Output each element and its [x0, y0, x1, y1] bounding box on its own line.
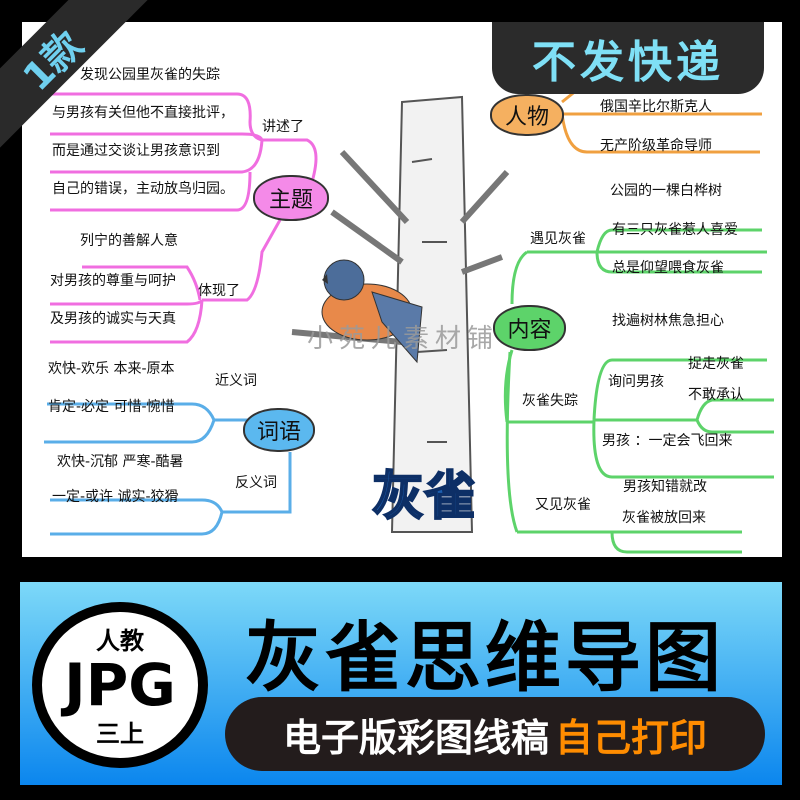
branch-label: 遇见灰雀 — [530, 231, 586, 247]
leaf-text: 欢快-沉郁 严寒-酷暑 — [57, 454, 184, 470]
leaf-text: 一定-或许 诚实-狡猾 — [52, 489, 179, 505]
leaf-text: 肯定-必定 可惜-惋惜 — [48, 399, 175, 415]
sub-branch-label: 询问男孩 — [608, 374, 664, 390]
leaf-text: 自己的错误，主动放鸟归园。 — [52, 181, 234, 197]
birch-tree — [291, 95, 510, 533]
mind-map-sheet: 小苑儿素材铺 灰雀 主题 讲述了 发现公园里灰雀的失踪 与男孩有关但他不直接批评… — [22, 22, 782, 557]
leaf-text: 欢快-欢乐 本来-原本 — [48, 361, 175, 377]
theme-node: 主题 — [253, 175, 329, 221]
leaf-text: 找遍树林焦急担心 — [612, 313, 724, 329]
no-shipping-tag: 不发快递 — [492, 22, 764, 94]
person-node: 人物 — [490, 94, 564, 136]
map-title: 灰雀 — [371, 466, 477, 528]
format-label: JPG — [64, 651, 176, 719]
leaf-text: 男孩知错就改 — [623, 479, 707, 495]
leaf-text: 总是仰望喂食灰雀 — [612, 260, 724, 276]
leaf-text: 发现公园里灰雀的失踪 — [80, 67, 220, 83]
theme-lines — [50, 92, 318, 344]
branch-label: 讲述了 — [262, 119, 304, 135]
content-lines — [503, 228, 774, 554]
subline-accent: 自己打印 — [555, 715, 708, 760]
sparrow — [321, 259, 423, 364]
format-badge: 人教 JPG 三上 — [32, 602, 208, 768]
branch-label: 灰雀失踪 — [522, 393, 578, 409]
grade-label: 三上 — [96, 720, 144, 748]
leaf-text: 无产阶级革命导师 — [600, 138, 712, 154]
leaf-text: 对男孩的尊重与呵护 — [50, 273, 176, 289]
words-node: 词语 — [243, 408, 315, 452]
leaf-text: 男孩 ：一定会飞回来 — [602, 433, 733, 449]
banner-headline: 灰雀思维导图 — [245, 613, 725, 702]
content-node: 内容 — [493, 305, 566, 351]
leaf-text: 而是通过交谈让男孩意识到 — [52, 143, 220, 159]
branch-label: 体现了 — [198, 283, 240, 299]
leaf-text: 列宁的善解人意 — [80, 233, 178, 249]
branch-label: 又见灰雀 — [535, 497, 591, 513]
branch-label: 近义词 — [215, 373, 257, 389]
publisher-label: 人教 — [96, 627, 144, 655]
leaf-text: 公园的一棵白桦树 — [610, 183, 722, 199]
leaf-text: 灰雀被放回来 — [622, 510, 706, 526]
leaf-text: 捉走灰雀 — [688, 356, 744, 372]
leaf-text: 与男孩有关但他不直接批评， — [52, 105, 234, 121]
banner-subline: 电子版彩图线稿 自己打印 — [225, 697, 765, 771]
branch-label: 反义词 — [235, 475, 277, 491]
leaf-text: 不敢承认 — [688, 387, 744, 403]
branch-lines — [44, 88, 774, 554]
leaf-text: 有三只灰雀惹人喜爱 — [612, 222, 738, 238]
watermark-text: 小苑儿素材铺 — [307, 324, 500, 354]
leaf-text: 俄国辛比尔斯克人 — [600, 99, 712, 115]
leaf-text: 及男孩的诚实与天真 — [50, 311, 176, 327]
subline-text: 电子版彩图线稿 — [282, 715, 549, 760]
